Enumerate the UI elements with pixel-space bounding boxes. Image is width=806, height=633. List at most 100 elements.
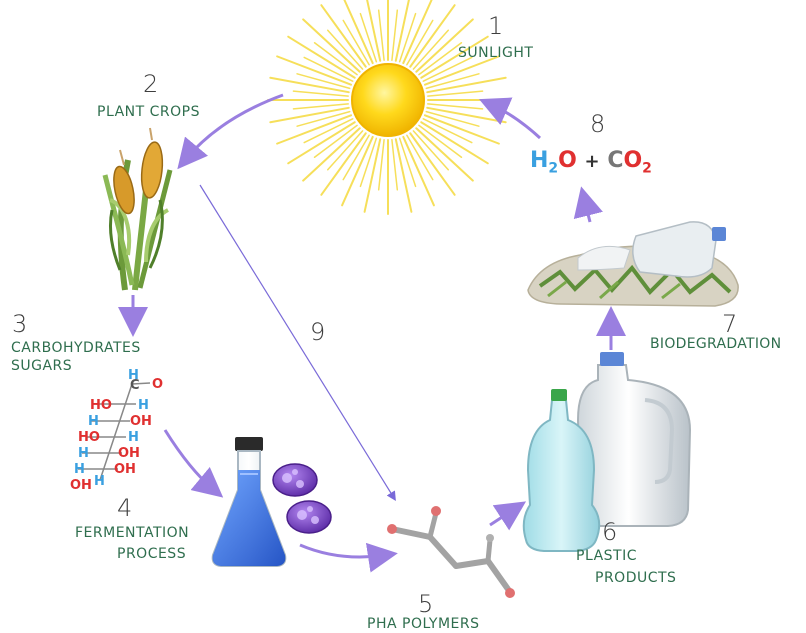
sun-ray <box>326 130 364 171</box>
sun-ray <box>313 41 358 76</box>
sun-ray <box>320 132 367 196</box>
step-1-number: 1 <box>488 12 504 40</box>
atom-o: O <box>152 377 164 392</box>
atom-h: H <box>128 368 139 383</box>
sun-ray <box>303 118 354 144</box>
sun-ray <box>363 138 382 213</box>
formula-sub-2: 2 <box>548 160 559 177</box>
atom-oh: OH <box>114 462 136 477</box>
arrow-pha-to-products <box>489 501 527 531</box>
sugar-molecule: H C O HO H H OH HO H H OH H OH H OH <box>60 368 180 498</box>
atom-oh: OH <box>70 478 92 493</box>
formula-plus: + <box>584 151 600 172</box>
step-4-label-line1: FERMENTATION <box>75 525 190 541</box>
sun-ray <box>326 29 364 70</box>
sun-ray <box>406 19 434 66</box>
sun-ray <box>377 9 385 61</box>
atom-h: H <box>138 398 149 413</box>
sun-ray <box>394 138 413 213</box>
sun-ray <box>409 132 456 196</box>
atom-oh: OH <box>130 414 152 429</box>
sun-ray <box>269 106 350 124</box>
step-4-number: 4 <box>117 494 133 522</box>
sun-ray <box>292 90 349 97</box>
sun-illustration <box>267 0 509 215</box>
atom-h: H <box>88 414 99 429</box>
sun-ray <box>302 18 361 73</box>
sun-ray <box>313 124 358 159</box>
step-6-label-line2: PRODUCTS <box>595 570 677 586</box>
atom-h: H <box>128 430 139 445</box>
sun-ray <box>320 4 367 68</box>
sun-ray <box>292 103 349 110</box>
sun-ray <box>394 0 410 62</box>
arrow-water-co2-to-sun <box>479 97 542 140</box>
step-1-label: SUNLIGHT <box>458 45 534 61</box>
atom-h: H <box>94 474 105 489</box>
arrow-sugars-to-fermentation <box>163 429 224 498</box>
sun-ray <box>366 0 382 62</box>
cycle-arrows <box>118 93 626 573</box>
step-7-number: 7 <box>722 310 738 338</box>
sun-ray <box>269 76 350 94</box>
step-6-number: 6 <box>602 518 618 546</box>
atom-oh: OH <box>118 446 140 461</box>
step-3-label-line1: CARBOHYDRATES <box>11 340 141 356</box>
sun-ray <box>402 0 433 65</box>
bacteria-cells-illustration <box>272 463 332 534</box>
fermentation-flask-illustration <box>211 437 287 567</box>
step-5-number: 5 <box>418 590 434 618</box>
arrow-biodegradation-to-water-co2 <box>573 186 603 223</box>
pha-polymer-molecule <box>387 506 515 598</box>
corn-plants-illustration <box>102 127 173 291</box>
sun-ray <box>303 56 354 82</box>
sun-ray <box>426 76 507 94</box>
sun-ray <box>296 110 351 127</box>
sun-ray <box>406 134 434 181</box>
sugar-molecule-bonds <box>78 382 151 481</box>
sun-ray <box>418 41 463 76</box>
sun-ray <box>425 110 480 127</box>
sun-ray <box>427 103 484 110</box>
sun-ray <box>415 127 474 182</box>
atom-ho: HO <box>90 398 112 413</box>
step-3-number: 3 <box>12 310 28 338</box>
sun-ray <box>377 139 385 191</box>
sun-ray <box>296 73 351 90</box>
sun-ray <box>276 114 353 145</box>
formula-hydrogen: H <box>530 148 549 173</box>
step-6-label-line1: PLASTIC <box>576 548 637 564</box>
step-8-number: 8 <box>590 110 606 138</box>
sun-ray <box>422 118 473 144</box>
sun-ray <box>342 134 370 181</box>
atom-h: H <box>78 446 89 461</box>
formula-carbon: C <box>607 148 624 173</box>
sun-ray <box>415 18 474 73</box>
step-2-label: PLANT CROPS <box>97 104 200 120</box>
biodegradation-illustration <box>527 221 739 307</box>
step-2-number: 2 <box>143 70 159 98</box>
sun-ray <box>359 137 378 188</box>
sun-ray <box>342 19 370 66</box>
sun-ray <box>398 137 417 188</box>
sun-ray <box>409 4 456 68</box>
atom-h: H <box>74 462 85 477</box>
sun-ray <box>423 55 500 86</box>
sun-ray <box>427 90 484 97</box>
sun-ray <box>341 135 374 207</box>
sun-disc <box>351 63 425 137</box>
arrow-sun-to-crops <box>177 93 284 170</box>
sun-ray <box>287 121 356 165</box>
sun-ray <box>398 12 417 63</box>
sun-ray <box>359 12 378 63</box>
sun-ray <box>343 0 374 65</box>
sun-ray <box>391 9 399 61</box>
atom-ho: HO <box>78 430 100 445</box>
sun-ray <box>302 127 361 182</box>
water-co2-formula: H2O + CO2 <box>530 148 652 176</box>
sun-ray <box>276 55 353 86</box>
atom-c: C <box>130 378 140 393</box>
sun-ray <box>287 35 356 79</box>
